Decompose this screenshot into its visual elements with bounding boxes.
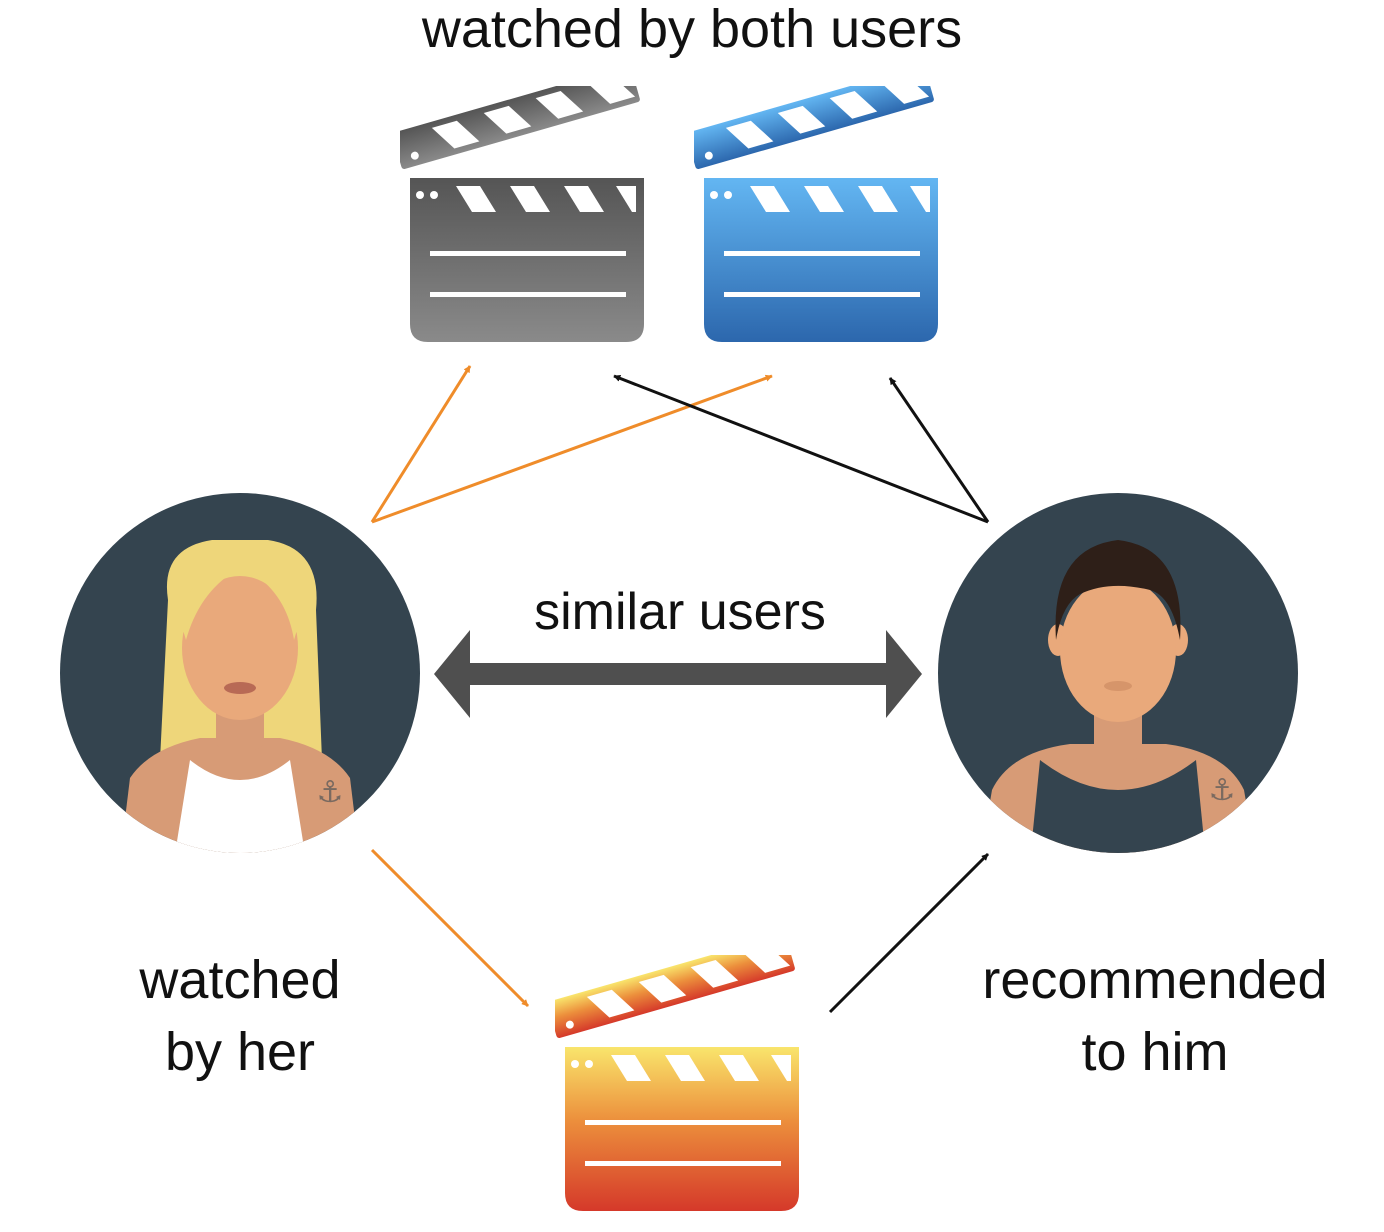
man-avatar-icon: ⚓ xyxy=(938,493,1298,853)
label-line: to him xyxy=(1081,1022,1229,1082)
arrow-him-to-gray-movie xyxy=(613,374,989,524)
label-watched-by-both: watched by both users xyxy=(421,0,963,59)
label-line: recommended xyxy=(982,950,1328,1010)
arrow-her-to-blue-movie xyxy=(371,374,773,524)
label-recommended-to-him: recommended to him xyxy=(930,944,1380,1088)
anchor-tattoo-icon: ⚓ xyxy=(317,775,344,810)
clapperboard-icon xyxy=(555,955,799,1211)
label-similar-users: similar users xyxy=(534,583,826,641)
arrow-her-to-gray-movie xyxy=(370,365,472,523)
label-line: by her xyxy=(164,1022,316,1082)
label-watched-by-her: watched by her xyxy=(90,944,390,1088)
arrow-him-to-blue-movie xyxy=(888,377,990,523)
anchor-tattoo-icon: ⚓ xyxy=(1209,773,1236,808)
arrow-her-to-warm-movie xyxy=(370,848,530,1008)
woman-avatar-icon: ⚓ xyxy=(60,493,420,853)
arrow-warm-movie-to-him xyxy=(828,852,990,1014)
clapperboard-icon xyxy=(400,86,644,342)
label-line: watched xyxy=(139,950,341,1010)
clapperboard-icon xyxy=(694,86,938,342)
similarity-double-arrow xyxy=(434,630,922,718)
